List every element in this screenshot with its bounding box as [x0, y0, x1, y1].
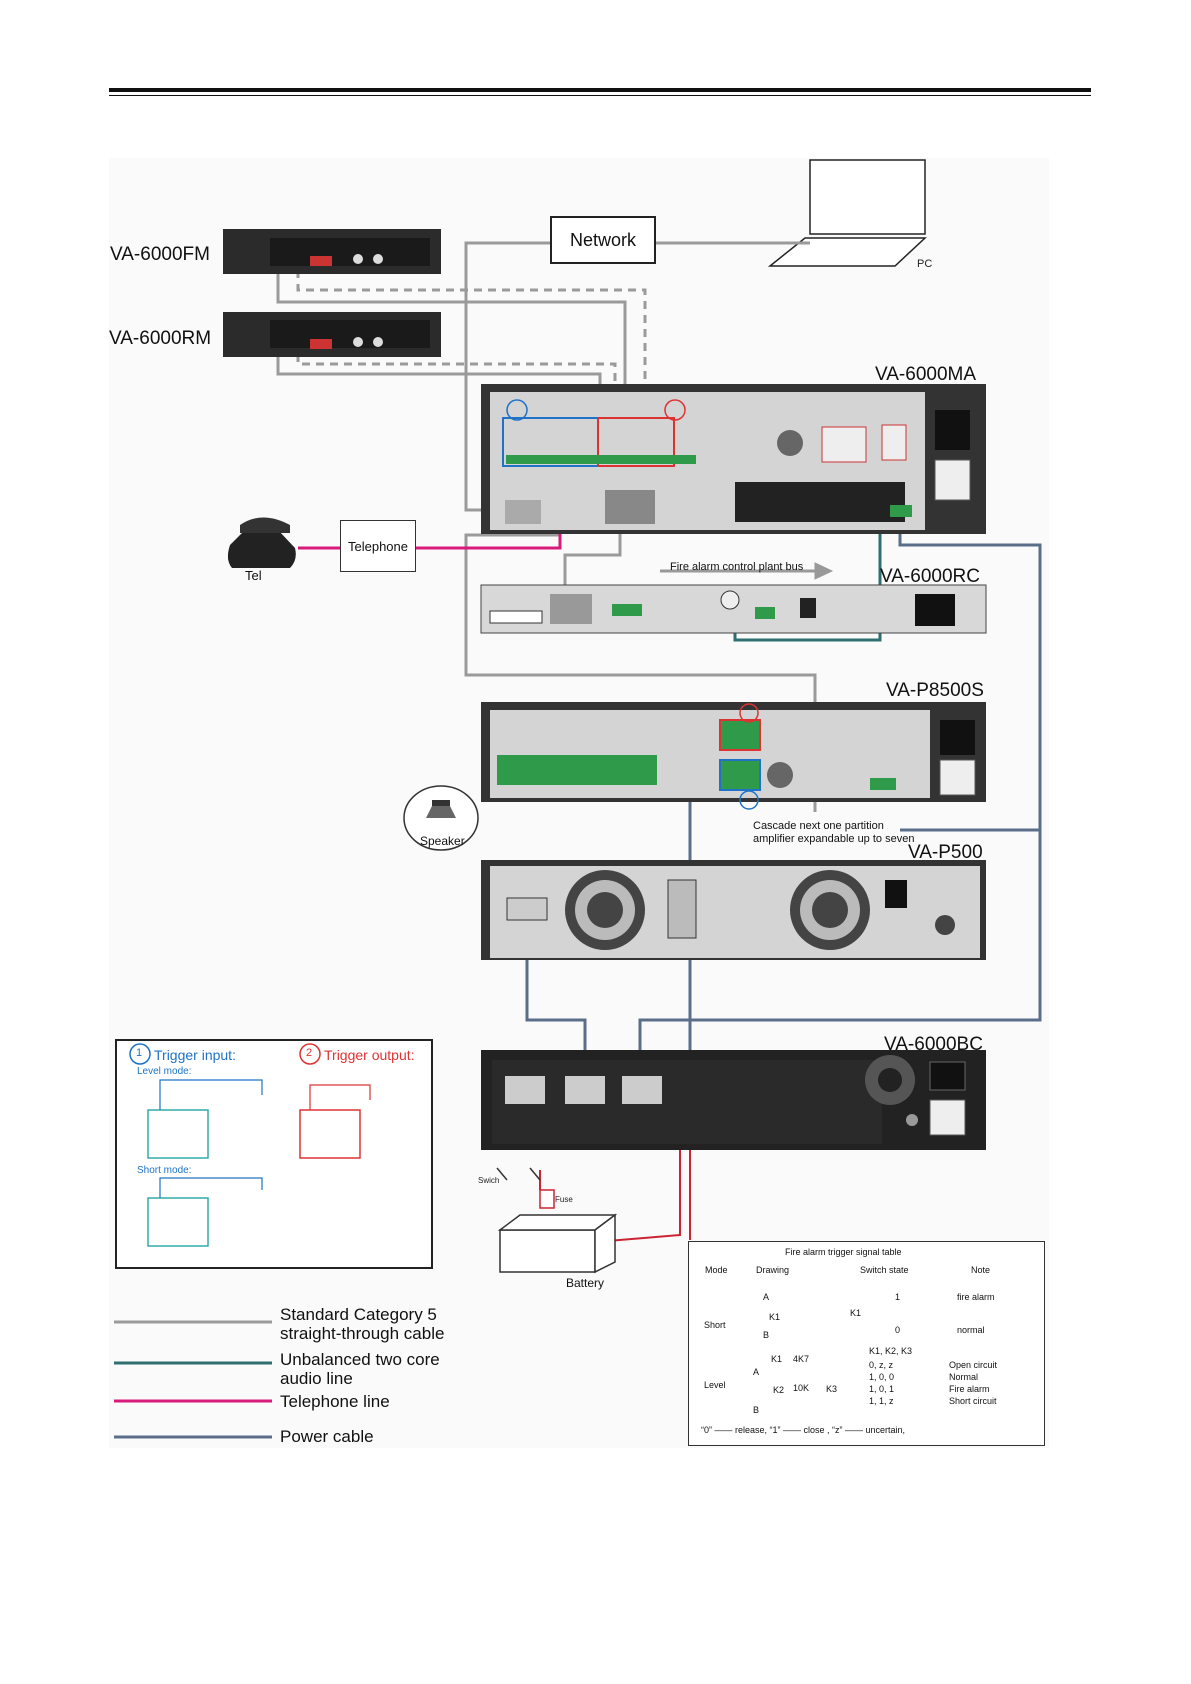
short-mode-cell: Short [704, 1320, 726, 1330]
level-note-4: Short circuit [949, 1396, 997, 1406]
telephone-box: Telephone [340, 520, 416, 572]
legend-lines [114, 1320, 272, 1439]
table-header-drawing: Drawing [756, 1265, 790, 1275]
switch-label: Swich [478, 1176, 500, 1185]
table-header-switch-state: Switch state [860, 1265, 909, 1275]
trigger-output-label: Trigger output: [324, 1047, 415, 1063]
level-drawing-a: A [753, 1367, 760, 1377]
device-title-va6000ma: VA-6000MA [875, 364, 977, 385]
device-title-va6000fm: VA-6000FM [110, 244, 210, 265]
cascade-label-line1: Cascade next one partition [753, 820, 884, 832]
trigger-input-number: 1 [136, 1047, 143, 1059]
va6000ma-panel [481, 384, 986, 534]
telephone-icon [227, 517, 296, 568]
trigger-output-number: 2 [306, 1047, 313, 1059]
fire-alarm-trigger-table: Fire alarm trigger signal table Mode Dra… [688, 1241, 1045, 1446]
short-switch-k1: K1 [850, 1308, 862, 1318]
tel-label: Tel [245, 568, 262, 583]
level-note-2: Normal [949, 1372, 979, 1382]
short-mode-label: Short mode: [137, 1165, 192, 1176]
va6000bc-panel [481, 1050, 986, 1150]
device-title-va6000bc: VA-6000BC [884, 1034, 983, 1055]
va6000rm-panel [223, 312, 441, 357]
level-switch-header: K1, K2, K3 [869, 1346, 913, 1356]
legend-power: Power cable [280, 1427, 374, 1446]
short-note-1: fire alarm [957, 1292, 995, 1302]
level-drawing-b: B [753, 1405, 760, 1415]
level-state-2: 1, 0, 0 [869, 1372, 895, 1382]
level-state-3: 1, 0, 1 [869, 1384, 895, 1394]
level-state-4: 1, 1, z [869, 1396, 894, 1406]
vap500-panel [481, 860, 986, 960]
level-drawing-k1: K1 [771, 1354, 783, 1364]
device-title-va6000rm: VA-6000RM [109, 328, 212, 349]
header-rule-thin [109, 95, 1091, 96]
short-state-1: 1 [895, 1292, 901, 1302]
legend-audio-line2: audio line [280, 1369, 353, 1388]
speaker-label: Speaker [420, 834, 465, 848]
short-drawing-a: A [763, 1292, 770, 1302]
battery-label: Battery [566, 1276, 605, 1290]
level-drawing-k3: K3 [826, 1384, 838, 1394]
legend-audio: Unbalanced two core audio line [280, 1350, 440, 1388]
level-drawing-4k7: 4K7 [793, 1354, 810, 1364]
speaker-icon [403, 785, 479, 851]
device-title-vap500: VA-P500 [908, 842, 983, 863]
vap8500s-panel [481, 702, 986, 810]
device-title-vap8500s: VA-P8500S [886, 680, 984, 701]
short-state-2: 0 [895, 1325, 901, 1335]
table-title: Fire alarm trigger signal table [785, 1247, 902, 1257]
short-note-2: normal [957, 1325, 985, 1335]
fire-alarm-arrow [660, 562, 834, 580]
cascade-label-line2: amplifier expandable up to seven [753, 833, 915, 845]
legend-cat5-line2: straight-through cable [280, 1324, 445, 1343]
network-box: Network [550, 216, 656, 264]
legend-audio-line1: Unbalanced two core [280, 1350, 440, 1369]
laptop-icon [767, 159, 927, 267]
legend-cat5: Standard Category 5 straight-through cab… [280, 1305, 444, 1343]
level-mode-cell: Level [704, 1380, 726, 1390]
trigger-input-label: Trigger input: [154, 1047, 236, 1063]
level-state-1: 0, z, z [869, 1360, 894, 1370]
fuse-label: Fuse [555, 1195, 573, 1204]
level-drawing-k2: K2 [773, 1385, 785, 1395]
battery-icon [497, 1189, 618, 1274]
short-drawing-k1: K1 [769, 1312, 781, 1322]
level-mode-label: Level mode: [137, 1066, 192, 1077]
legend-telephone: Telephone line [280, 1392, 390, 1411]
fire-alarm-bus-label: Fire alarm control plant bus [670, 561, 804, 573]
device-title-va6000rc: VA-6000RC [880, 566, 980, 587]
va6000rc-panel [480, 584, 987, 634]
header-rule-thick [109, 88, 1091, 92]
switch-icon [496, 1167, 541, 1181]
table-header-note: Note [971, 1265, 991, 1275]
trigger-inset [115, 1039, 433, 1269]
short-drawing-b: B [763, 1330, 770, 1340]
level-drawing-10k: 10K [793, 1383, 810, 1393]
legend-cat5-line1: Standard Category 5 [280, 1305, 437, 1324]
va6000fm-panel [223, 229, 441, 274]
pc-label: PC [917, 258, 933, 270]
level-note-3: Fire alarm [949, 1384, 990, 1394]
table-footnote: “0” —— release, “1” —— close , “z” —— un… [701, 1425, 906, 1435]
level-note-1: Open circuit [949, 1360, 998, 1370]
table-header-mode: Mode [705, 1265, 728, 1275]
